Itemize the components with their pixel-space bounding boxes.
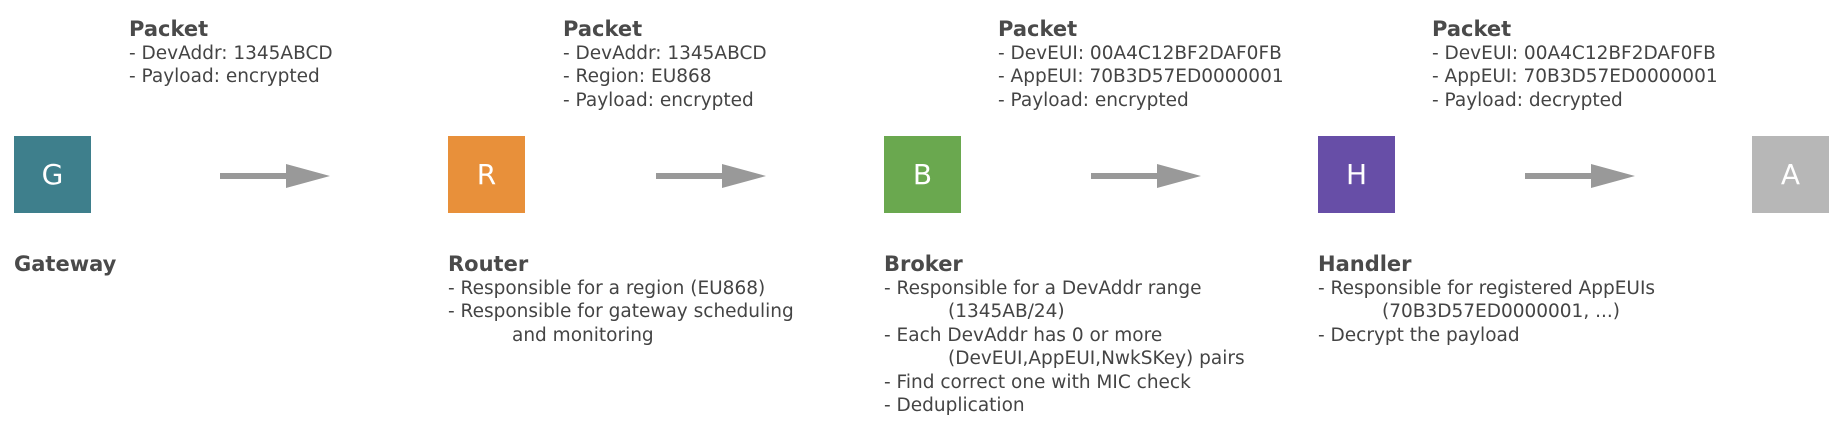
broker-responsibility: - Find correct one with MIC check: [884, 371, 1191, 393]
packet-field: - DevEUI: 00A4C12BF2DAF0FB: [1432, 43, 1716, 64]
broker-responsibility: - Each DevAddr has 0 or more: [884, 324, 1163, 346]
router-title: Router: [448, 252, 529, 276]
packet-title: Packet: [1432, 17, 1512, 41]
broker-responsibility: - Responsible for a DevAddr range: [884, 278, 1202, 299]
router-responsibility-continued: and monitoring: [512, 324, 654, 346]
packet-field: - AppEUI: 70B3D57ED0000001: [998, 66, 1284, 88]
packet-field: - AppEUI: 70B3D57ED0000001: [1432, 66, 1718, 88]
packet-field: - Region: EU868: [563, 66, 712, 88]
broker-responsibility-continued: (1345AB/24): [948, 301, 1065, 323]
router-node: R: [448, 136, 525, 213]
broker-responsibility-continued: (DevEUI,AppEUI,NwkSKey) pairs: [948, 348, 1245, 370]
gateway-node: G: [14, 136, 91, 213]
router-node-letter: R: [476, 158, 497, 191]
packet-handler-application: Packet - DevEUI: 00A4C12BF2DAF0FB - AppE…: [1432, 16, 1762, 112]
handler-responsibility-continued: (70B3D57ED0000001, ...): [1382, 301, 1620, 323]
handler-description: Handler - Responsible for registered App…: [1318, 251, 1708, 347]
packet-field: - Payload: encrypted: [129, 66, 320, 88]
broker-node-letter: B: [912, 158, 933, 191]
packet-router-broker: Packet - DevAddr: 1345ABCD - Region: EU8…: [563, 16, 893, 112]
handler-responsibility: - Decrypt the payload: [1318, 324, 1520, 346]
packet-broker-handler: Packet - DevEUI: 00A4C12BF2DAF0FB - AppE…: [998, 16, 1328, 112]
gateway-title: Gateway: [14, 252, 117, 276]
handler-responsibility: - Responsible for registered AppEUIs: [1318, 278, 1656, 299]
packet-title: Packet: [129, 17, 209, 41]
packet-field: - Payload: encrypted: [998, 89, 1189, 111]
handler-node: H: [1318, 136, 1395, 213]
packet-gateway-router: Packet - DevAddr: 1345ABCD - Payload: en…: [129, 16, 459, 89]
packet-field: - DevEUI: 00A4C12BF2DAF0FB: [998, 43, 1282, 64]
broker-description: Broker - Responsible for a DevAddr range…: [884, 251, 1274, 417]
handler-node-letter: H: [1345, 158, 1368, 191]
arrow-broker-handler: [1091, 164, 1201, 188]
router-responsibility: - Responsible for a region (EU868): [448, 278, 766, 299]
packet-title: Packet: [563, 17, 643, 41]
router-responsibility: - Responsible for gateway scheduling: [448, 301, 794, 323]
gateway-node-letter: G: [41, 158, 64, 191]
packet-field: - Payload: decrypted: [1432, 89, 1623, 111]
packet-field: - DevAddr: 1345ABCD: [563, 43, 767, 64]
packet-field: - Payload: encrypted: [563, 89, 754, 111]
application-node: A: [1752, 136, 1829, 213]
gateway-description: Gateway: [14, 251, 404, 277]
broker-responsibility: - Deduplication: [884, 395, 1025, 417]
arrow-router-broker: [656, 164, 766, 188]
handler-title: Handler: [1318, 252, 1412, 276]
packet-field: - DevAddr: 1345ABCD: [129, 43, 333, 64]
arrow-handler-application: [1525, 164, 1635, 188]
broker-node: B: [884, 136, 961, 213]
packet-title: Packet: [998, 17, 1078, 41]
arrow-gateway-router: [220, 164, 330, 188]
router-description: Router - Responsible for a region (EU868…: [448, 251, 838, 347]
application-node-letter: A: [1780, 158, 1801, 191]
broker-title: Broker: [884, 252, 963, 276]
